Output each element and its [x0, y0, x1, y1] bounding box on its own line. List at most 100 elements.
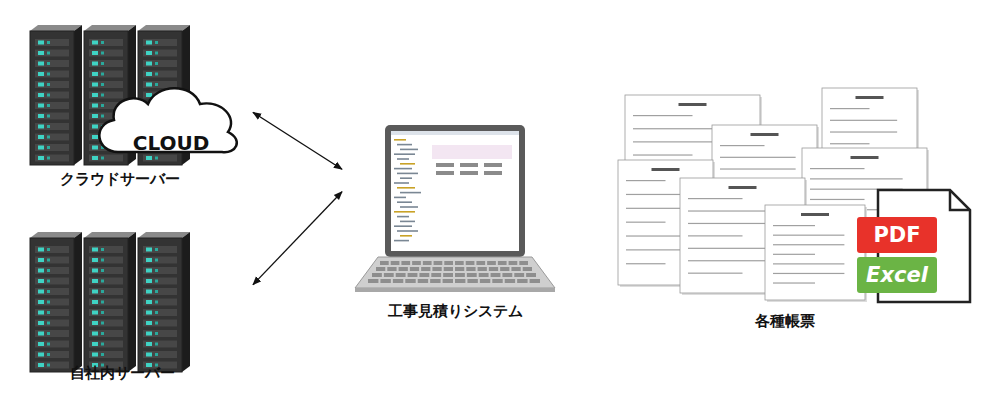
caption-label: クラウドサーバー [60, 170, 180, 189]
laptop-key [530, 279, 540, 283]
laptop-key [393, 279, 403, 283]
laptop-key [412, 261, 421, 265]
laptop-screen [391, 131, 519, 251]
rack-led [47, 94, 50, 97]
laptop-key [418, 279, 428, 283]
screen-panel [432, 145, 512, 159]
sheet-line [773, 263, 844, 264]
rack-slot [89, 278, 123, 285]
laptop-key [432, 267, 441, 271]
rack-led [92, 156, 98, 160]
rack-slot [143, 278, 177, 285]
document-sheet [765, 205, 865, 300]
rack-led [92, 300, 98, 304]
rack-led [47, 125, 50, 128]
laptop-key [479, 273, 489, 277]
screen-field [484, 163, 502, 167]
sheet-line [633, 154, 693, 155]
rack-slot [89, 330, 123, 337]
sheet-line [810, 199, 865, 200]
rack-slot [89, 155, 123, 162]
rack-slot [89, 351, 123, 358]
rack-top [138, 25, 190, 31]
screen-field [484, 171, 502, 175]
laptop-key [509, 261, 518, 265]
laptop-key [410, 267, 419, 271]
illustration-node: 各種帳票PDFExcel [605, 80, 985, 335]
rack-top [84, 232, 136, 238]
rack-led [47, 83, 50, 86]
rack-led [47, 41, 50, 44]
rack-slot [89, 267, 123, 274]
rack-led [38, 51, 44, 55]
laptop-key [466, 261, 475, 265]
screen-tree-line [400, 149, 418, 151]
laptop-key [421, 267, 430, 271]
rack-led [101, 94, 104, 97]
rack-led [47, 146, 50, 149]
laptop-key [368, 279, 378, 283]
rack-led [38, 300, 44, 304]
rack-led [47, 332, 50, 335]
sheet-line [633, 115, 693, 116]
screen-tree-line [400, 192, 421, 194]
laptop-key [514, 273, 524, 277]
sheet-title [729, 186, 757, 189]
laptop-key [419, 273, 429, 277]
rack-led [146, 51, 152, 55]
rack-led [38, 353, 44, 357]
rack-led [38, 342, 44, 346]
rack-led [92, 104, 98, 108]
screen-tree-line [394, 168, 412, 170]
rack-slot [143, 71, 177, 78]
laptop-key [480, 279, 490, 283]
screen-tree-line [397, 187, 415, 189]
rack-front [30, 238, 74, 372]
laptop-base [355, 257, 555, 288]
rack-led [155, 280, 158, 283]
rack-led [146, 342, 152, 346]
rack-led [92, 41, 98, 45]
rack-side [74, 25, 82, 165]
badge-label: Excel [866, 263, 928, 287]
rack-led [92, 258, 98, 262]
laptop-key [387, 267, 396, 271]
screen-field [436, 163, 454, 167]
screen-field [436, 171, 454, 175]
rack-slot [143, 60, 177, 67]
rack-slot [35, 299, 69, 306]
screen-tree-line [397, 201, 412, 203]
sheet-line [626, 180, 666, 181]
double-arrow [253, 192, 342, 285]
rack-led [47, 311, 50, 314]
screen-tree-line [394, 139, 406, 141]
rack-led [155, 343, 158, 346]
rack-led [155, 41, 158, 44]
sheet-line [626, 263, 666, 264]
rack-led [92, 72, 98, 76]
rack-led [101, 322, 104, 325]
rack-slot [35, 267, 69, 274]
rack-led [146, 353, 152, 357]
rack-slot [35, 246, 69, 253]
laptop-key [476, 261, 485, 265]
laptop-key [372, 273, 382, 277]
laptop-key [405, 279, 415, 283]
rack-led [101, 83, 104, 86]
rack-led [38, 311, 44, 315]
sheet-line [830, 143, 870, 144]
laptop-bezel [385, 125, 525, 257]
rack-led [38, 332, 44, 336]
rack-side [74, 232, 82, 372]
rack-led [155, 248, 158, 251]
rack-slot [35, 309, 69, 316]
rack-led [146, 248, 152, 252]
laptop-key [466, 267, 475, 271]
screen-tree-line [400, 221, 415, 223]
rack-slot [89, 92, 123, 99]
sheet-line [688, 235, 743, 236]
file-badge: Excel [857, 257, 937, 293]
sheet-line [830, 108, 870, 109]
rack-led [38, 156, 44, 160]
